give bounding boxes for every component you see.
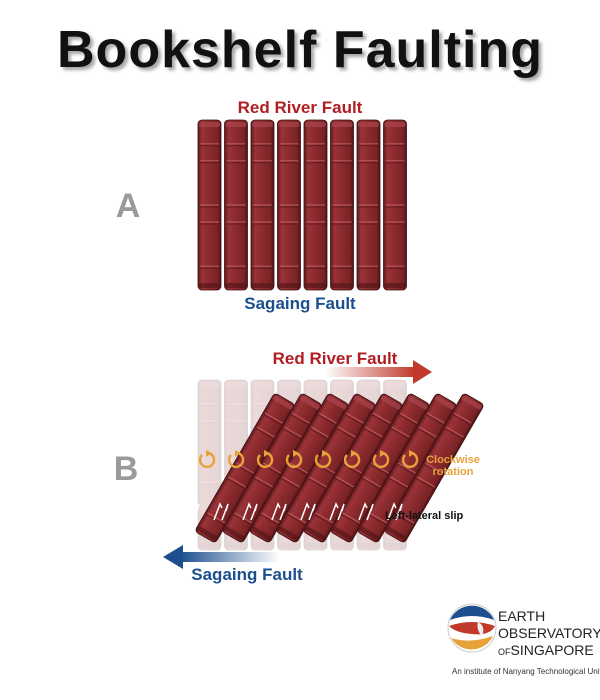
panel-a-letter: A [116,187,141,225]
logo-singapore: SINGAPORE [510,642,594,658]
left-lateral-slip-icons [184,502,403,521]
panel-b-letter: B [114,450,139,488]
logo-line-singapore: OFSINGAPORE [498,642,600,661]
slip-arrow-icon [358,502,374,521]
clockwise-rotation-icon [256,450,274,469]
red-river-arrow [325,360,432,384]
panel-b: B Red River Fault Clockwise rotation Lef… [114,349,484,584]
clockwise-rotation-icon [227,450,245,469]
slip-arrow-icon [213,502,229,521]
page-title: Bookshelf Faulting [57,21,543,79]
tilted-book [276,393,376,543]
slip-arrow-icon [242,502,258,521]
panel-b-sagaing-label: Sagaing Fault [191,565,303,584]
left-lateral-slip-label: Left-lateral slip [385,510,464,522]
tilted-book [222,393,322,543]
logo-line-observatory: OBSERVATORY [498,625,600,641]
slip-arrow-icon [184,502,200,521]
upright-book [224,119,248,291]
upright-book [277,119,301,291]
clockwise-rotation-icon [401,450,419,469]
panel-a-red-river-label: Red River Fault [238,98,363,117]
upright-book [197,119,222,291]
upright-book [356,119,381,291]
upright-bookshelf [197,119,407,291]
logo-of-prefix: OF [498,647,511,657]
upright-book [383,119,407,291]
slip-arrow-icon [271,502,287,521]
panel-a: A Red River Fault Sagaing Fault [116,98,407,313]
clockwise-rotation-icon [314,450,332,469]
eos-logo-text: EARTH OBSERVATORY OFSINGAPORE [498,608,600,661]
slip-arrow-icon [387,502,403,521]
upright-book [303,119,328,291]
tilted-book [384,393,484,543]
eos-logo-emblem [447,603,497,653]
panel-a-sagaing-label: Sagaing Fault [244,294,356,313]
panel-b-red-river-label: Red River Fault [273,349,398,368]
upright-book [250,119,275,291]
clockwise-rotation-icon [343,450,361,469]
clockwise-label-line1: Clockwise [426,454,480,466]
sagaing-arrow [163,545,280,569]
upright-book [330,119,354,291]
slip-arrow-icon [329,502,345,521]
slip-arrow-icon [300,502,316,521]
clockwise-rotation-icon [285,450,303,469]
clockwise-rotation-icon [198,450,216,469]
logo-line-earth: EARTH [498,608,546,624]
clockwise-rotation-icon [372,450,390,469]
clockwise-label-line2: rotation [433,466,474,478]
clockwise-rotation-icons [198,450,419,469]
logo-subtitle: An institute of Nanyang Technological Un… [452,667,600,676]
